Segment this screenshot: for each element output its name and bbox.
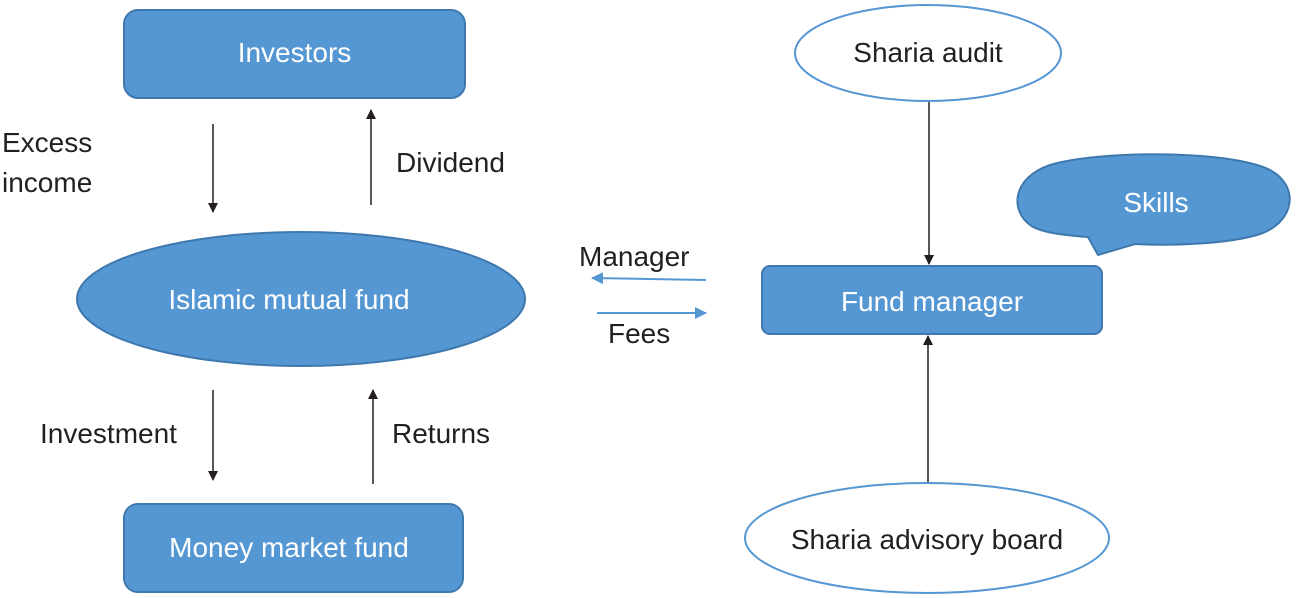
excess-income-label-line1: Excess xyxy=(2,127,92,158)
islamic-mutual-fund-label: Islamic mutual fund xyxy=(168,284,409,315)
sharia-advisory-board-node: Sharia advisory board xyxy=(744,482,1110,594)
excess-income-label-line2: income xyxy=(2,167,92,198)
manager-label: Manager xyxy=(579,241,690,272)
investors-label: Investors xyxy=(238,37,352,68)
dividend-label: Dividend xyxy=(396,147,505,178)
manager-arrow xyxy=(591,272,707,285)
fund-manager-label: Fund manager xyxy=(841,286,1023,317)
islamic-mutual-fund-node: Islamic mutual fund xyxy=(76,231,526,367)
sharia-audit-label: Sharia audit xyxy=(853,37,1003,68)
returns-label: Returns xyxy=(392,418,490,449)
sharia-advisory-board-label: Sharia advisory board xyxy=(791,524,1063,555)
money-market-fund-label: Money market fund xyxy=(169,532,409,563)
fund-manager-node: Fund manager xyxy=(761,265,1103,335)
money-market-fund-node: Money market fund xyxy=(123,503,464,593)
fees-label: Fees xyxy=(608,318,670,349)
investors-node: Investors xyxy=(123,9,466,99)
sharia-audit-node: Sharia audit xyxy=(794,4,1062,102)
investment-label: Investment xyxy=(40,418,177,449)
skills-label: Skills xyxy=(1123,187,1188,218)
skills-callout: Skills xyxy=(1016,153,1291,257)
